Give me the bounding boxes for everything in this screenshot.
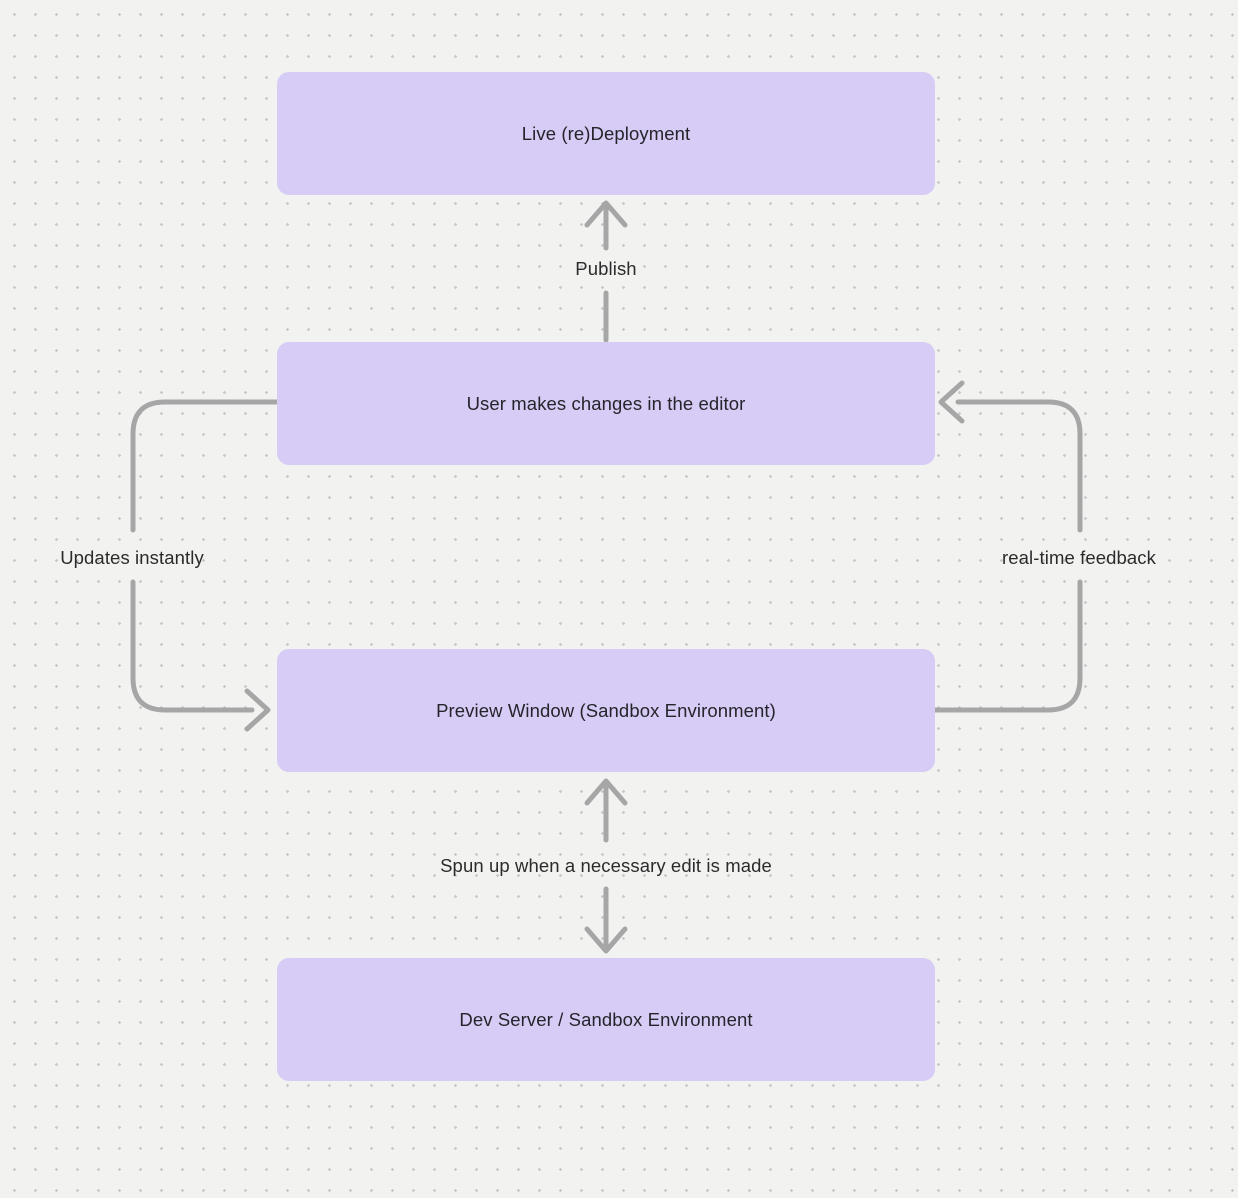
node-user-editor-label: User makes changes in the editor [466,392,746,414]
node-preview-window: Preview Window (Sandbox Environment) [277,649,935,772]
node-live-redeployment: Live (re)Deployment [277,72,935,195]
edge-label-spun-up: Spun up when a necessary edit is made [440,855,772,876]
node-preview-window-label: Preview Window (Sandbox Environment) [436,699,776,721]
edge-label-publish: Publish [575,258,637,279]
edge-label-updates-instantly: Updates instantly [60,547,204,568]
edge-label-real-time-feedback: real-time feedback [1002,547,1156,568]
node-dev-server-label: Dev Server / Sandbox Environment [459,1008,753,1030]
arrow-publish [584,200,628,343]
node-user-editor: User makes changes in the editor [277,342,935,465]
node-live-redeployment-label: Live (re)Deployment [521,122,691,144]
arrow-spun-up-up [584,778,628,843]
node-dev-server: Dev Server / Sandbox Environment [277,958,935,1081]
arrow-spun-up-down [584,886,628,954]
arrow-real-time-feedback [932,380,1083,713]
arrow-updates-instantly [130,399,280,732]
